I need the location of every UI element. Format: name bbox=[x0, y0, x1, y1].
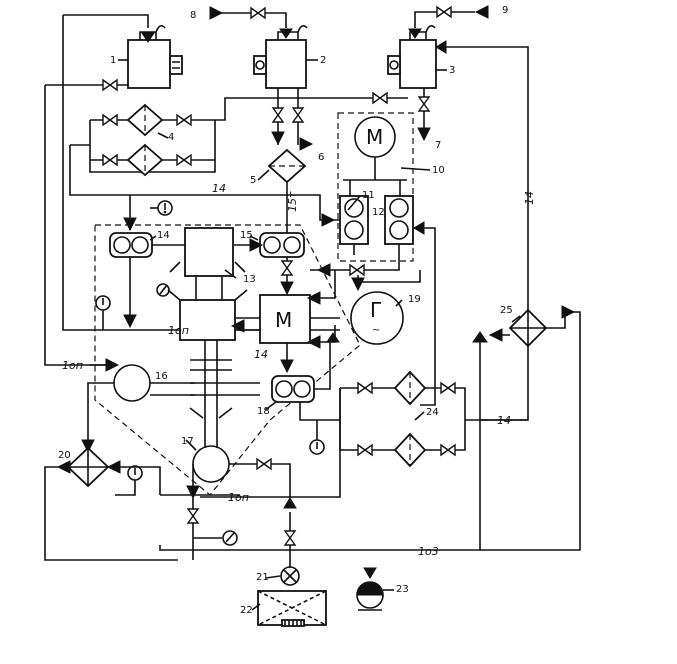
label-4: 4 bbox=[168, 132, 174, 143]
label-19: 19 bbox=[408, 294, 421, 305]
source-9-arrow bbox=[474, 5, 489, 19]
generator-ac-symbol: ~ bbox=[372, 325, 380, 336]
unit-1 bbox=[127, 24, 183, 89]
source-8-arrow bbox=[209, 6, 224, 20]
gearbox-13 bbox=[156, 227, 248, 341]
motor-top-symbol: М bbox=[366, 125, 383, 149]
label-14: 14 bbox=[157, 230, 170, 241]
label-25: 25 bbox=[500, 305, 513, 316]
annotation-14-rightmid: 14 bbox=[497, 414, 511, 427]
label-8: 8 bbox=[190, 10, 196, 21]
annotation-14-mid: 14 bbox=[254, 348, 268, 361]
label-1: 1 bbox=[110, 55, 116, 66]
shaft-vertical bbox=[189, 340, 260, 448]
motor-center-symbol: М bbox=[275, 308, 292, 332]
filter-20 bbox=[44, 446, 240, 561]
label-2: 2 bbox=[320, 55, 326, 66]
annotation-10p-bottom: 1оп bbox=[228, 491, 249, 504]
pump-23 bbox=[356, 567, 384, 611]
filter-5 bbox=[267, 148, 307, 184]
gauge-symbols bbox=[95, 200, 325, 496]
label-15: 15 bbox=[240, 230, 253, 241]
generator-19 bbox=[350, 270, 421, 345]
unit-3 bbox=[387, 24, 447, 89]
label-13: 13 bbox=[243, 274, 256, 285]
tank-21-22 bbox=[257, 497, 327, 627]
pump-15 bbox=[234, 232, 305, 296]
symbol-letters: М М Г ~ bbox=[275, 125, 383, 336]
annotation-15t: 15т bbox=[286, 191, 299, 212]
unit-2 bbox=[253, 24, 308, 89]
annotation-14-top: 14 bbox=[212, 182, 226, 195]
filter-4 bbox=[90, 103, 215, 177]
pump-14 bbox=[109, 217, 185, 329]
line-annotations: 14 15т 14 14 14 1оп 1оп 1оп 1о3 bbox=[62, 182, 536, 558]
main-enclosure bbox=[94, 224, 361, 496]
label-22: 22 bbox=[240, 605, 253, 616]
label-5: 5 bbox=[250, 175, 256, 186]
annotation-14-right: 14 bbox=[523, 191, 536, 205]
label-24: 24 bbox=[426, 407, 439, 418]
label-10: 10 bbox=[432, 165, 445, 176]
annotation-10p-left: 1оп bbox=[62, 359, 83, 372]
generator-symbol: Г bbox=[370, 298, 382, 322]
center-motor bbox=[230, 270, 340, 374]
label-23: 23 bbox=[396, 584, 409, 595]
label-3: 3 bbox=[449, 65, 455, 76]
label-7: 7 bbox=[435, 140, 441, 151]
label-6: 6 bbox=[318, 152, 324, 163]
label-18: 18 bbox=[257, 406, 270, 417]
label-16: 16 bbox=[155, 371, 168, 382]
label-12: 12 bbox=[372, 207, 385, 218]
pump-16 bbox=[81, 358, 195, 454]
label-leaders bbox=[118, 59, 521, 611]
label-20: 20 bbox=[58, 450, 71, 461]
label-9: 9 bbox=[502, 5, 508, 16]
motor-pump-group-10 bbox=[310, 112, 436, 406]
label-11: 11 bbox=[362, 190, 375, 201]
annotation-10p-mid: 1оп bbox=[168, 324, 189, 337]
pump-18 bbox=[271, 332, 340, 421]
filter-25 bbox=[480, 305, 581, 551]
annotation-103: 1о3 bbox=[418, 545, 439, 558]
label-21: 21 bbox=[256, 572, 269, 583]
filter-24 bbox=[339, 370, 528, 468]
